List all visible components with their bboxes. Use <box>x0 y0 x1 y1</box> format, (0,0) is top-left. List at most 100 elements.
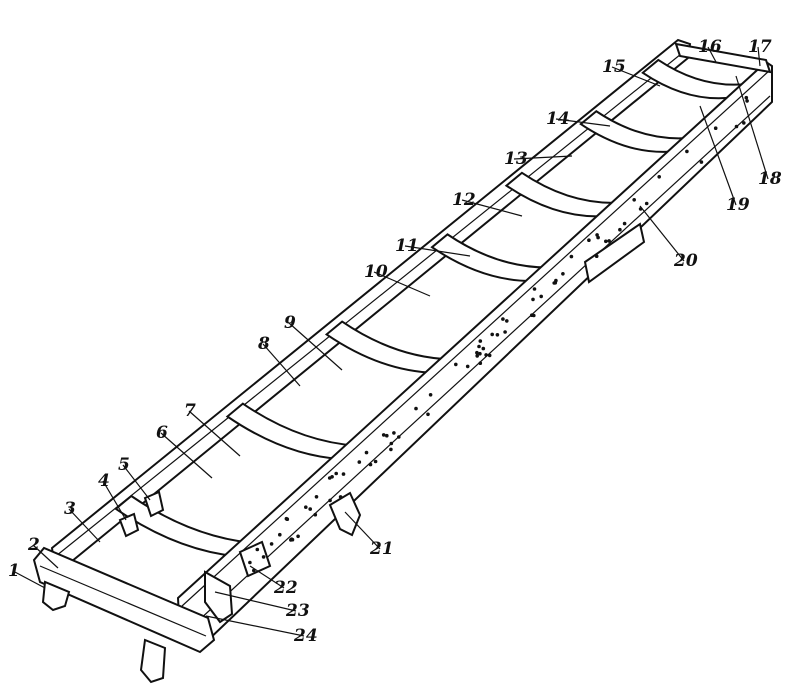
rivet-hole <box>475 354 480 358</box>
callout-label: 1 <box>8 561 20 581</box>
rivet-hole <box>308 507 313 511</box>
callout-label: 14 <box>546 109 570 129</box>
callout-label: 20 <box>673 251 698 271</box>
rivet-hole <box>278 532 282 537</box>
rivet-hole <box>373 459 378 464</box>
spring-bracket-front <box>204 570 234 624</box>
callout-20: 20 <box>639 205 698 271</box>
crossmember <box>225 402 360 461</box>
rivet-hole <box>618 227 622 232</box>
callout-15: 15 <box>602 57 661 87</box>
callout-12: 12 <box>452 190 523 217</box>
callout-label: 8 <box>257 334 270 354</box>
bracket-5 <box>143 490 165 518</box>
front-bumper <box>32 546 216 654</box>
rivet-hole <box>426 412 430 417</box>
rivet-hole <box>532 287 537 291</box>
rivet-hole <box>334 471 339 476</box>
rivet-hole <box>487 353 492 358</box>
crossmember <box>324 320 453 374</box>
rivet-hole <box>328 498 332 503</box>
rivet-hole <box>596 235 600 240</box>
rivet-hole <box>255 547 260 552</box>
rivet-hole <box>389 441 394 446</box>
rivet-hole <box>475 350 479 355</box>
leader-line <box>404 245 471 257</box>
rivet-hole <box>532 313 536 318</box>
leader-line <box>461 199 523 217</box>
rivet-hole <box>338 495 343 499</box>
rivet-hole <box>742 121 746 125</box>
callout-21: 21 <box>344 511 394 559</box>
rivet-hole <box>477 344 481 349</box>
callout-3: 3 <box>64 499 101 543</box>
callout-6: 6 <box>156 423 213 479</box>
rivet-hole <box>364 450 369 455</box>
rivet-hole <box>478 361 483 366</box>
rivet-hole <box>744 95 749 100</box>
callout-16: 16 <box>698 37 722 63</box>
leader-line <box>205 615 305 637</box>
callout-label: 9 <box>284 313 296 333</box>
callout-17: 17 <box>748 37 772 67</box>
rivet-hole <box>607 239 611 243</box>
callout-label: 21 <box>369 539 394 559</box>
rivet-hole <box>685 149 689 154</box>
rivet-hole <box>699 160 704 164</box>
left-rail-flange-line <box>55 49 687 557</box>
rivet-hole <box>569 254 574 259</box>
rivet-hole <box>561 272 565 276</box>
leader-line <box>373 271 431 297</box>
spring-bracket-22 <box>238 540 272 578</box>
leader-line <box>249 565 285 589</box>
leader-line <box>122 464 151 501</box>
leader-line <box>68 508 101 543</box>
rivet-hole <box>385 433 389 438</box>
leader-line <box>262 343 301 387</box>
rivet-hole <box>314 495 319 499</box>
callout-24: 24 <box>205 615 318 646</box>
leader-line <box>555 118 611 127</box>
right-rail-flange-line <box>181 69 771 607</box>
rivet-hole <box>428 393 433 397</box>
rivet-hole <box>531 297 535 302</box>
callout-label: 16 <box>698 37 722 57</box>
rivet-hole <box>503 330 507 334</box>
rivet-hole <box>285 517 290 521</box>
leader-line <box>513 155 573 160</box>
rivet-hole <box>484 353 488 357</box>
rivet-hole <box>313 512 318 517</box>
callout-label: 13 <box>504 149 528 169</box>
callout-19: 19 <box>699 105 750 215</box>
bracket-4 <box>118 512 140 538</box>
rivet-hole <box>341 472 346 476</box>
leader-line <box>160 432 213 479</box>
callout-label: 11 <box>395 236 419 256</box>
callout-label: 3 <box>64 499 76 519</box>
rivet-hole <box>392 431 396 435</box>
rivet-hole <box>478 339 483 343</box>
spring-bracket-21 <box>328 491 362 537</box>
rivet-hole <box>261 555 266 559</box>
callout-label: 18 <box>758 169 782 189</box>
callout-1: 1 <box>8 561 46 589</box>
callout-5: 5 <box>118 455 151 501</box>
callout-label: 4 <box>98 471 110 491</box>
callout-label: 15 <box>602 57 626 77</box>
rivet-hole <box>389 447 393 452</box>
rivet-hole <box>304 505 308 510</box>
rivet-hole <box>296 534 300 539</box>
leader-line <box>12 570 46 589</box>
leader-line <box>699 105 737 206</box>
rivet-hole <box>734 124 739 129</box>
callout-label: 10 <box>364 262 388 282</box>
callout-11: 11 <box>395 236 471 257</box>
rivet-hole <box>745 99 749 103</box>
rivet-hole <box>414 406 418 411</box>
rivet-hole <box>495 333 500 337</box>
crossmember <box>430 233 552 283</box>
callout-label: 17 <box>748 37 772 57</box>
rivet-hole <box>481 346 486 351</box>
